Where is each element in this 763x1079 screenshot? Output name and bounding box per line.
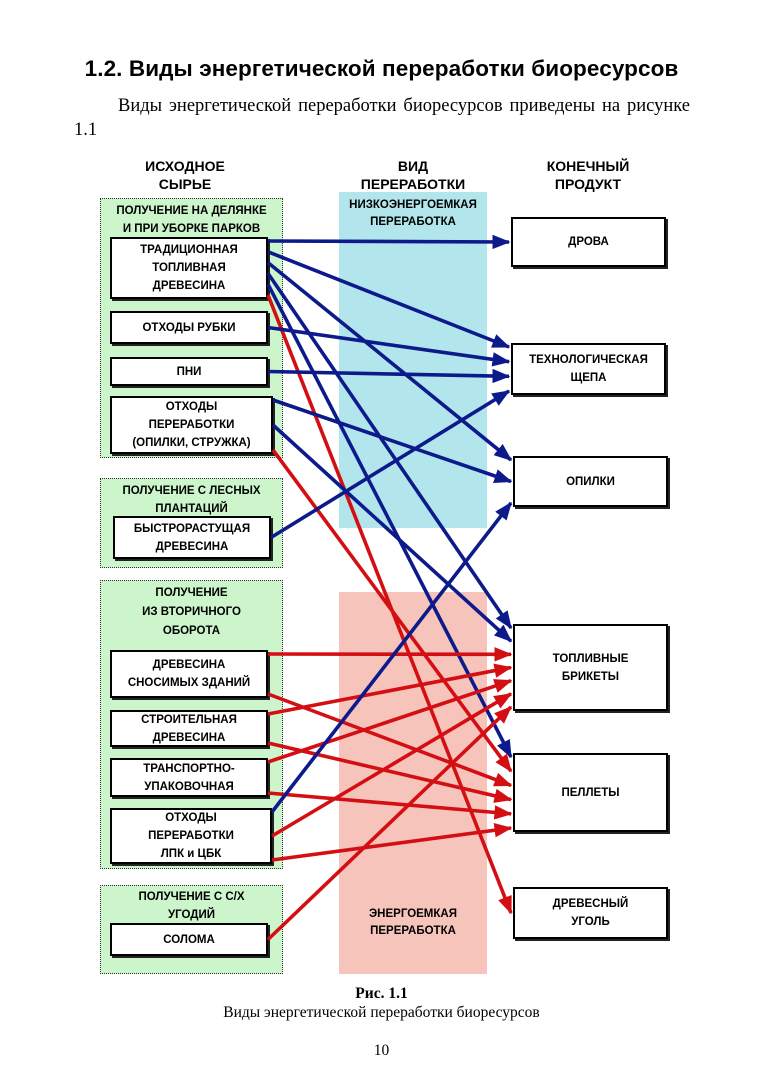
box-line: ТОПЛИВНЫЕ bbox=[552, 652, 629, 665]
label-line: НИЗКОЭНЕРГОЕМКАЯ bbox=[349, 199, 477, 211]
low-energy-processing-label: НИЗКОЭНЕРГОЕМКАЯ ПЕРЕРАБОТКА bbox=[328, 197, 498, 231]
header-line: ИСХОДНОЕ bbox=[145, 158, 225, 174]
flow-arrow-s8-p4 bbox=[267, 678, 513, 764]
box-line: ОПИЛКИ bbox=[566, 475, 615, 488]
box-line: БЫСТРОРАСТУЩАЯ bbox=[133, 522, 251, 535]
title-line: ИЗ ВТОРИЧНОГО bbox=[142, 606, 241, 618]
box-line: ЩЕПА bbox=[570, 372, 607, 384]
flow-arrow-s1-p3 bbox=[266, 261, 513, 462]
flow-arrow-s6-p5 bbox=[267, 692, 513, 788]
box-line: ДРЕВЕСИНА bbox=[152, 731, 226, 744]
source-lpk-cbk-waste: ОТХОДЫ ПЕРЕРАБОТКИ ЛПК и ЦБК bbox=[110, 808, 272, 864]
flow-arrow-s1-p5 bbox=[266, 283, 513, 759]
column-header-processing: ВИД ПЕРЕРАБОТКИ bbox=[333, 157, 493, 193]
section-heading: 1.2. Виды энергетической переработки био… bbox=[84, 56, 679, 81]
label-line: ЭНЕРГОЕМКАЯ bbox=[369, 908, 457, 920]
box-line: ТЕХНОЛОГИЧЕСКАЯ bbox=[529, 354, 648, 366]
flow-arrow-s1-p1 bbox=[267, 234, 511, 250]
box-line: ОТХОДЫ РУБКИ bbox=[142, 321, 236, 334]
header-line: ВИД bbox=[397, 158, 429, 174]
header-line: КОНЕЧНЫЙ bbox=[546, 158, 630, 174]
box-line: ДРЕВЕСИНА bbox=[155, 540, 229, 553]
flow-arrow-s7-p5 bbox=[267, 741, 513, 803]
source-straw: СОЛОМА bbox=[110, 923, 268, 956]
flow-arrow-s1-p2 bbox=[267, 250, 511, 349]
product-wood-chips: ТЕХНОЛОГИЧЕСКАЯ ЩЕПА bbox=[511, 343, 666, 395]
box-line: СОЛОМА bbox=[163, 933, 215, 946]
source-fast-growing-wood: БЫСТРОРАСТУЩАЯ ДРЕВЕСИНА bbox=[113, 516, 271, 559]
flow-arrow-s2-p2 bbox=[267, 325, 511, 367]
product-sawdust: ОПИЛКИ bbox=[513, 456, 668, 507]
energy-intensive-processing-label: ЭНЕРГОЕМКАЯ ПЕРЕРАБОТКА bbox=[328, 906, 498, 940]
source-transport-packaging: ТРАНСПОРТНО- УПАКОВОЧНАЯ bbox=[110, 758, 268, 797]
title-line: ПЛАНТАЦИЙ bbox=[155, 503, 228, 515]
box-line: СНОСИМЫХ ЗДАНИЙ bbox=[127, 677, 251, 689]
flow-arrow-s3-p2 bbox=[267, 368, 511, 384]
box-line: ПЕЛЛЕТЫ bbox=[561, 786, 620, 799]
label-line: ПЕРЕРАБОТКА bbox=[370, 925, 456, 937]
column-header-source: ИСХОДНОЕ СЫРЬЕ bbox=[105, 157, 265, 193]
page-number: 10 bbox=[373, 1042, 390, 1059]
flow-arrow-s8-p5 bbox=[267, 791, 513, 820]
intro-text: Виды энергетической переработки биоресур… bbox=[74, 96, 690, 140]
header-line: ПЕРЕРАБОТКИ bbox=[360, 176, 466, 192]
figure-caption: Виды энергетической переработки биоресур… bbox=[223, 1004, 540, 1021]
group-title: ПОЛУЧЕНИЕ НА ДЕЛЯНКЕ И ПРИ УБОРКЕ ПАРКОВ bbox=[101, 202, 282, 238]
flow-arrow-s1-p4 bbox=[266, 272, 513, 630]
intro-paragraph: Виды энергетической переработки биоресур… bbox=[74, 94, 690, 142]
box-line: ТРАНСПОРТНО- bbox=[143, 762, 235, 775]
product-charcoal: ДРЕВЕСНЫЙ УГОЛЬ bbox=[513, 887, 668, 939]
box-line: УГОЛЬ bbox=[571, 916, 610, 928]
flow-arrow-s4-p3 bbox=[272, 398, 513, 484]
source-stumps: ПНИ bbox=[110, 357, 268, 386]
box-line: ТРАДИЦИОННАЯ bbox=[140, 244, 238, 256]
flow-arrow-s4-p4 bbox=[271, 423, 513, 643]
box-line: ПЕРЕРАБОТКИ bbox=[148, 830, 234, 842]
flow-arrow-s9-p5 bbox=[271, 823, 513, 862]
group-title: ПОЛУЧЕНИЕ С С/Х УГОДИЙ bbox=[101, 888, 282, 924]
box-line: ЛПК и ЦБК bbox=[160, 848, 222, 860]
box-line: УПАКОВОЧНАЯ bbox=[144, 780, 234, 793]
flow-arrow-s7-p4 bbox=[267, 663, 513, 716]
flow-arrow-s1-p6 bbox=[266, 294, 513, 915]
box-line: ДРЕВЕСИНА bbox=[152, 659, 226, 671]
box-line: ОТХОДЫ bbox=[165, 812, 217, 824]
box-line: (ОПИЛКИ, СТРУЖКА) bbox=[132, 437, 251, 449]
box-line: ДРЕВЕСИНА bbox=[152, 280, 226, 292]
flow-arrow-s9-p3 bbox=[270, 501, 513, 814]
flow-arrow-s9-p4 bbox=[271, 692, 513, 838]
figure-label: Рис. 1.1 bbox=[355, 985, 408, 1002]
box-line: БРИКЕТЫ bbox=[561, 670, 620, 683]
flow-arrow-s10-p4 bbox=[266, 705, 513, 941]
group-title: ПОЛУЧЕНИЕ С ЛЕСНЫХ ПЛАНТАЦИЙ bbox=[101, 482, 282, 518]
title-line: ОБОРОТА bbox=[162, 625, 221, 637]
source-processing-waste-sawdust: ОТХОДЫ ПЕРЕРАБОТКИ (ОПИЛКИ, СТРУЖКА) bbox=[110, 396, 273, 454]
source-logging-waste: ОТХОДЫ РУБКИ bbox=[110, 311, 268, 344]
box-line: ТОПЛИВНАЯ bbox=[152, 262, 226, 274]
source-traditional-fuel-wood: ТРАДИЦИОННАЯ ТОПЛИВНАЯ ДРЕВЕСИНА bbox=[110, 237, 268, 299]
flow-arrow-s5-p2 bbox=[270, 389, 511, 540]
header-line: ПРОДУКТ bbox=[554, 176, 622, 192]
box-line: ПЕРЕРАБОТКИ bbox=[148, 419, 235, 431]
title-line: УГОДИЙ bbox=[167, 909, 216, 921]
box-line: ОТХОДЫ bbox=[165, 401, 218, 413]
product-pellets: ПЕЛЛЕТЫ bbox=[513, 753, 668, 832]
column-header-product: КОНЕЧНЫЙ ПРОДУКТ bbox=[508, 157, 668, 193]
header-line: СЫРЬЕ bbox=[158, 176, 212, 192]
title-line: ПОЛУЧЕНИЕ С С/Х bbox=[138, 891, 245, 903]
group-title: ПОЛУЧЕНИЕ ИЗ ВТОРИЧНОГО ОБОРОТА bbox=[101, 584, 282, 641]
source-construction-wood: СТРОИТЕЛЬНАЯ ДРЕВЕСИНА bbox=[110, 710, 268, 747]
box-line: ПНИ bbox=[176, 365, 202, 378]
title-line: ПОЛУЧЕНИЕ bbox=[155, 587, 228, 599]
title-line: ПОЛУЧЕНИЕ С ЛЕСНЫХ bbox=[122, 485, 261, 497]
title-line: ПОЛУЧЕНИЕ НА ДЕЛЯНКЕ bbox=[116, 205, 267, 217]
source-demolition-wood: ДРЕВЕСИНА СНОСИМЫХ ЗДАНИЙ bbox=[110, 650, 268, 698]
title-line: И ПРИ УБОРКЕ ПАРКОВ bbox=[122, 223, 261, 235]
box-line: ДРЕВЕСНЫЙ bbox=[552, 898, 629, 910]
product-firewood: ДРОВА bbox=[511, 217, 666, 267]
product-fuel-briquettes: ТОПЛИВНЫЕ БРИКЕТЫ bbox=[513, 624, 668, 711]
box-line: ДРОВА bbox=[568, 236, 609, 248]
label-line: ПЕРЕРАБОТКА bbox=[370, 216, 456, 228]
box-line: СТРОИТЕЛЬНАЯ bbox=[141, 713, 237, 726]
